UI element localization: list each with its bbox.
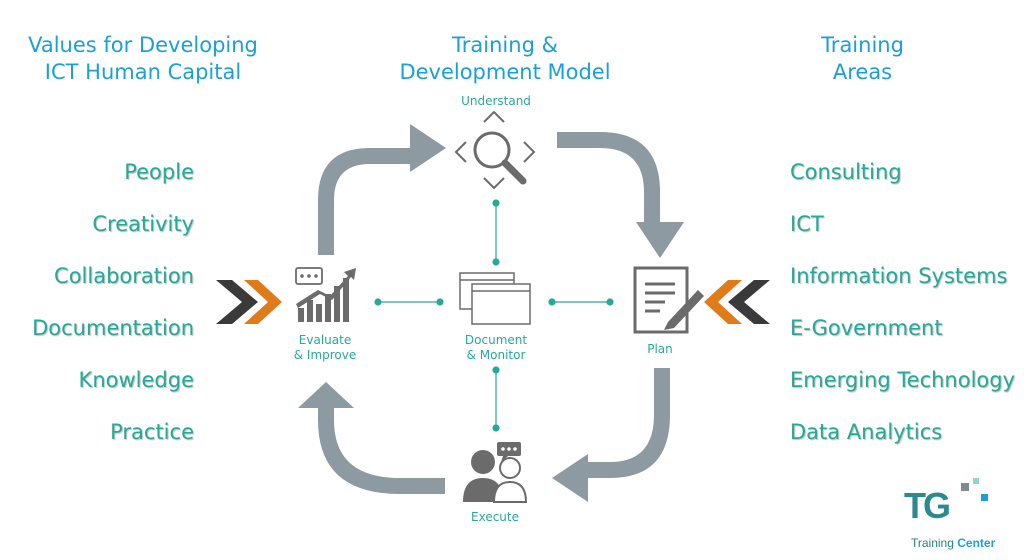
value-item: Knowledge [78,368,194,392]
chevron-right-icon [216,280,282,324]
area-item: Data Analytics [790,420,943,444]
values-heading-line2: ICT Human Capital [44,60,242,84]
arrow-evaluate-to-understand [318,124,446,255]
values-heading: Values for Developing ICT Human Capital [18,32,268,86]
document-label: Document & Monitor [446,333,546,363]
values-heading-line1: Values for Developing [28,33,258,57]
model-heading-line2: Development Model [399,60,611,84]
connector-dot [436,298,444,306]
logo-caption: Training Center [911,536,995,550]
growth-chart-icon [295,267,356,322]
people-icon [463,442,528,503]
connector-dot [492,258,500,266]
value-item: Documentation [32,316,194,340]
connector-dot [606,298,614,306]
area-item: ICT [790,212,824,236]
value-item: Creativity [92,212,194,236]
area-item: Emerging Technology [790,368,1016,392]
magnifier-icon [454,110,536,190]
execute-label: Execute [471,510,519,524]
logo-letters: TG [904,485,951,526]
areas-heading: Training Areas [790,32,935,86]
area-item: Information Systems [790,264,1008,288]
logo-mark-icon [961,478,988,501]
areas-heading-line1: Training [821,33,904,57]
model-heading-line1: Training & [452,33,558,57]
document-label-line1: Document [464,333,528,347]
logo-caption-center: Center [957,536,996,550]
value-item: Practice [110,420,194,444]
connector-dot [492,424,500,432]
document-label-line2: & Monitor [466,348,526,362]
connector-dot [492,366,500,374]
arrow-execute-to-evaluate [298,382,445,494]
area-item: E-Government [790,316,943,340]
arrow-understand-to-plan [557,132,684,258]
areas-list: Consulting ICT Information Systems E-Gov… [790,155,1015,467]
evaluate-label-line2: & Improve [293,348,357,362]
evaluate-label-line1: Evaluate [298,333,352,347]
value-item: Collaboration [54,264,194,288]
value-item: People [124,160,194,184]
understand-label: Understand [461,94,531,108]
connector-dot [492,199,500,207]
logo-caption-training: Training [911,536,954,550]
connector-dot [548,298,556,306]
plan-label: Plan [647,342,673,356]
document-pen-icon [633,266,704,334]
values-list: People Creativity Collaboration Document… [32,155,194,467]
evaluate-label: Evaluate & Improve [280,333,370,363]
model-heading: Training & Development Model [385,32,625,86]
windows-icon [459,272,531,325]
connector-dot [374,298,382,306]
arrow-plan-to-execute [552,368,670,502]
areas-heading-line2: Areas [832,60,893,84]
area-item: Consulting [790,160,902,184]
chevron-left-icon [704,280,770,324]
